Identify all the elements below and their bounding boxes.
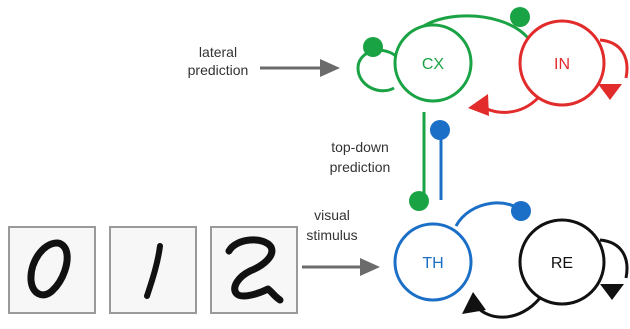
th-to-cx-synapse-dot <box>430 120 450 140</box>
top-down-prediction-label-line2: prediction <box>330 159 391 175</box>
stimulus-images <box>8 226 298 314</box>
in-node <box>518 19 606 107</box>
lateral-prediction-arrowhead <box>320 59 340 77</box>
re-node-label: RE <box>551 255 573 272</box>
in-node-label: IN <box>554 56 570 73</box>
visual-stimulus-label-line1: visual <box>314 207 350 223</box>
th-node-label: TH <box>422 255 443 272</box>
annotation-labels: lateral prediction top-down prediction v… <box>188 44 391 243</box>
re-self-inhibitory-triangle <box>600 284 624 300</box>
th-node <box>393 222 473 302</box>
top-down-prediction-label-line1: top-down <box>331 139 389 155</box>
re-to-th-connection <box>474 297 542 319</box>
digit-two-glyph <box>225 236 284 304</box>
in-self-inhibitory-triangle <box>598 84 622 100</box>
th-to-re-synapse-dot <box>511 201 531 221</box>
visual-stimulus-label-line2: stimulus <box>306 227 357 243</box>
re-to-th-inhibitory-triangle <box>462 292 486 314</box>
cx-node <box>393 23 473 103</box>
visual-stimulus-arrowhead <box>360 258 380 276</box>
cx-self-connection <box>356 48 397 93</box>
digit-image-0-frame <box>8 226 96 314</box>
cx-node-label: CX <box>422 56 445 73</box>
lateral-prediction-label-line1: lateral <box>199 44 237 60</box>
lateral-prediction-label-line2: prediction <box>188 62 249 78</box>
cortico-thalamic-connections <box>409 112 450 211</box>
input-arrows <box>260 59 380 276</box>
in-self-connection <box>599 38 629 79</box>
thalamic-module: TH RE <box>393 201 629 319</box>
cortical-module: CX IN <box>356 7 629 116</box>
re-self-connection <box>599 238 629 279</box>
cx-to-th-synapse-dot <box>409 191 429 211</box>
re-node <box>518 218 606 306</box>
in-to-cx-inhibitory-triangle <box>468 94 489 116</box>
digit-one-glyph <box>144 243 163 299</box>
digit-zero-glyph <box>27 239 71 299</box>
cx-to-in-synapse-dot <box>510 7 530 27</box>
cx-self-synapse-dot <box>363 37 383 57</box>
